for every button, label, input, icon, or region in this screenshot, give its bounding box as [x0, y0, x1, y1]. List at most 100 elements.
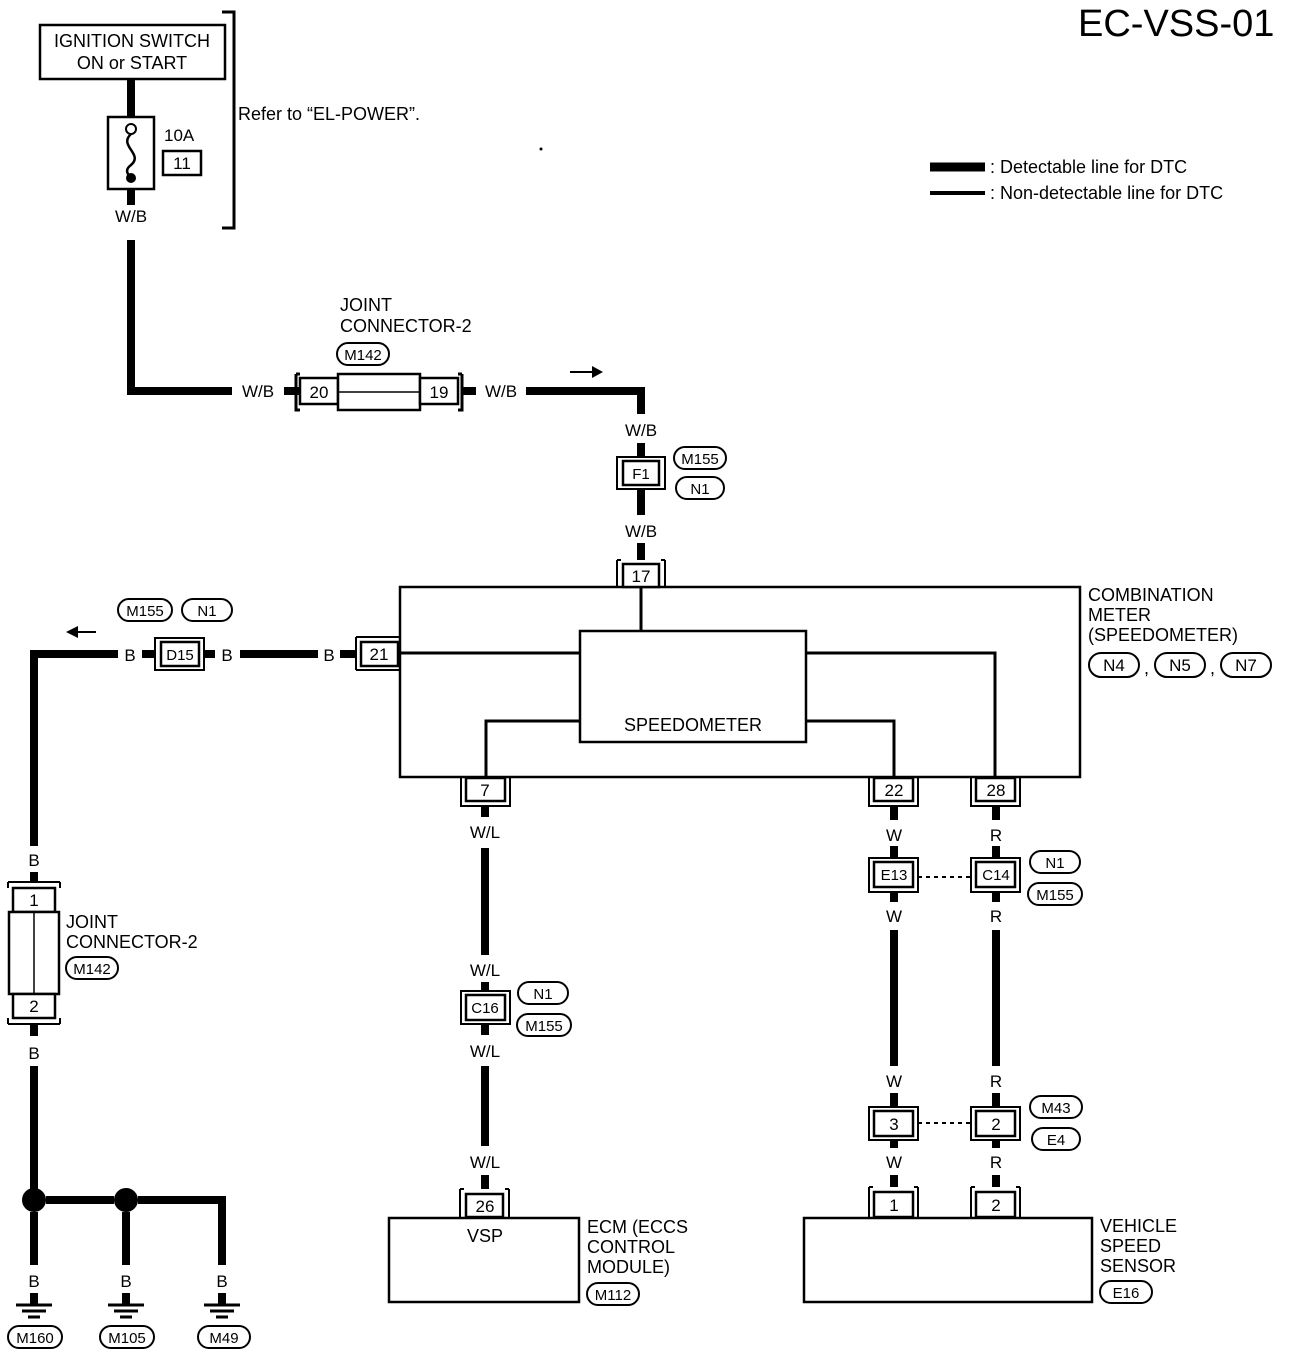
harness-m49: M49 — [209, 1330, 238, 1347]
harness-n1-pill-c14 — [1029, 850, 1081, 874]
ignition-switch: IGNITION SWITCH ON or START — [38, 23, 227, 81]
wire-label-b-m160: B — [28, 1272, 39, 1291]
connector-f1-box — [621, 459, 661, 487]
connector-c14-box — [974, 860, 1017, 889]
joint-top-label1: JOINT — [340, 295, 392, 315]
connector-d15: D15 M155 N1 — [117, 598, 233, 671]
harness-n7: N7 — [1235, 656, 1257, 675]
joint-top-code: M142 — [344, 347, 382, 364]
wire-label-w-22: W — [886, 826, 902, 845]
connector-17: 17 — [616, 559, 666, 589]
joint-left-top-bracket — [7, 881, 61, 888]
speedometer-label: SPEEDOMETER — [624, 715, 762, 735]
wire-label-b-d15-left: B — [124, 646, 135, 665]
connector-c14-label: C14 — [982, 867, 1010, 884]
wire-label-r-c14-out: R — [990, 907, 1002, 926]
ecm-label3: MODULE) — [587, 1257, 670, 1277]
ground-m49: B M49 — [197, 1272, 251, 1349]
connector-sensor-1-label: 1 — [889, 1196, 898, 1215]
connector-26-label: 26 — [476, 1197, 495, 1216]
harness-m155-c16: M155 — [525, 1018, 563, 1035]
connector-sensor-1-box — [872, 1190, 915, 1219]
wire-wb-to-f1 — [526, 387, 645, 414]
connector-e13: E13 — [868, 857, 919, 893]
ecm-label1: ECM (ECCS — [587, 1217, 688, 1237]
arrow-left-icon — [66, 626, 78, 638]
harness-n1-pill-d15 — [181, 598, 233, 622]
connector-f1-label: F1 — [632, 466, 650, 483]
wire-label-wl-c16-out: W/L — [470, 1042, 500, 1061]
connector-3: 3 — [868, 1106, 919, 1141]
connector-22-box — [872, 776, 915, 803]
harness-n1-c14: N1 — [1045, 855, 1064, 872]
harness-n1-pill-f1 — [675, 476, 725, 500]
connector-e13-box — [872, 860, 915, 889]
connector-c16: C16 N1 M155 — [460, 981, 572, 1037]
comb-meter-sep2: , — [1210, 658, 1215, 678]
comb-meter-label2: METER — [1088, 605, 1151, 625]
harness-e16-pill — [1099, 1280, 1153, 1304]
harness-n4: N4 — [1103, 656, 1125, 675]
harness-m155-d15: M155 — [126, 603, 164, 620]
connector-7-box — [464, 776, 507, 803]
joint-top-pin-right-box — [418, 376, 460, 406]
joint-top-code-pill — [336, 342, 390, 366]
harness-n7-pill — [1220, 652, 1272, 678]
connector-3-label: 3 — [889, 1115, 898, 1134]
wire-label-b-d15-right: B — [221, 646, 232, 665]
speedometer-box — [578, 629, 808, 744]
vss-label3: SENSOR — [1100, 1256, 1176, 1276]
fuse-amperage: 10A — [164, 126, 195, 145]
wire-label-wl-7: W/L — [470, 823, 500, 842]
splice-dot-1 — [22, 1188, 46, 1212]
vss-label2: SPEED — [1100, 1236, 1161, 1256]
joint-left-label1: JOINT — [66, 912, 118, 932]
comb-meter-sep1: , — [1144, 658, 1149, 678]
ground-icon — [16, 1303, 52, 1319]
harness-m112-pill — [586, 1282, 640, 1306]
wire-label-w-sensor: W — [886, 1153, 902, 1172]
connector-d15-shell — [154, 637, 205, 671]
refer-bracket — [222, 10, 236, 230]
combination-meter: COMBINATION METER (SPEEDOMETER) N4 , N5 … — [398, 585, 1272, 779]
harness-n4-pill — [1088, 652, 1140, 678]
connector-26-shell — [459, 1188, 510, 1218]
fuse-terminal-bottom — [126, 173, 136, 183]
joint-top-label2: CONNECTOR-2 — [340, 316, 472, 336]
joint-top-pin-right: 19 — [430, 383, 449, 402]
joint-left-label2: CONNECTOR-2 — [66, 932, 198, 952]
wire-label-r-sensor: R — [990, 1153, 1002, 1172]
harness-m160-pill — [7, 1325, 63, 1349]
connector-22: 22 — [868, 776, 919, 807]
wire-label-wl-c16-in: W/L — [470, 961, 500, 980]
wire-label-w-e13-out: W — [886, 907, 902, 926]
harness-m112: M112 — [595, 1287, 631, 1304]
harness-m155-pill-d15 — [117, 598, 173, 622]
joint-left-pin-bottom: 2 — [29, 997, 38, 1016]
harness-m160: M160 — [16, 1330, 54, 1347]
connector-e13-label: E13 — [881, 867, 908, 884]
harness-n5-pill — [1154, 652, 1206, 678]
connector-7: 7 — [460, 776, 511, 807]
connector-28-label: 28 — [987, 781, 1006, 800]
harness-n1-d15: N1 — [197, 603, 216, 620]
legend-detectable-text: : Detectable line for DTC — [990, 157, 1187, 177]
wire-label-b-m49: B — [216, 1272, 227, 1291]
connector-d15-box — [159, 640, 201, 668]
internal-wire-28 — [806, 651, 997, 777]
wire-wb-to-joint — [127, 240, 232, 395]
vehicle-speed-sensor: 1 2 VEHICLE SPEED SENSOR E16 — [802, 1186, 1177, 1304]
connector-sensor-2-shell — [970, 1186, 1021, 1218]
joint-top-pin-left: 20 — [310, 383, 329, 402]
connector-c14-shell — [970, 857, 1021, 893]
connector-2-mid-box — [974, 1109, 1017, 1138]
harness-m105-pill — [99, 1325, 155, 1349]
harness-m49-pill — [197, 1325, 251, 1349]
wire-label-wb-joint-in: W/B — [242, 382, 274, 401]
connector-3-box — [872, 1109, 915, 1138]
joint-left-pin-top: 1 — [29, 891, 38, 910]
wire-label-w-3-in: W — [886, 1072, 902, 1091]
harness-n1-f1: N1 — [690, 481, 709, 498]
harness-m105: M105 — [108, 1330, 146, 1347]
